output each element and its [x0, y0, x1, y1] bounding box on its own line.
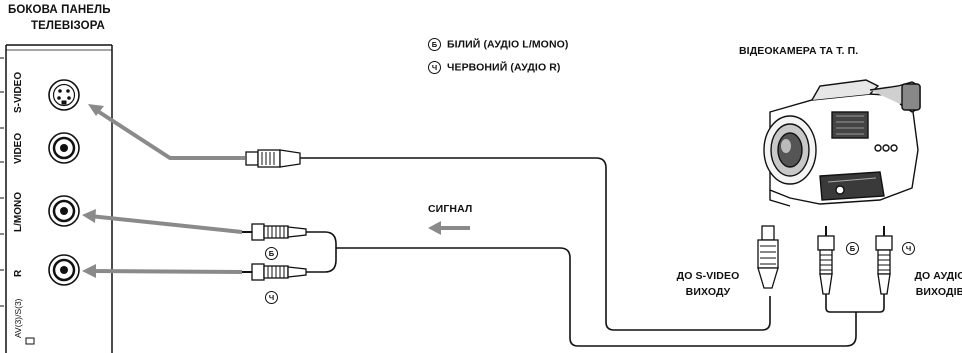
plug-mark-red-right: Ч: [902, 242, 915, 255]
r-jack: [48, 254, 80, 286]
svideo-cable: [320, 157, 771, 331]
svideo-plug-right: [757, 225, 779, 289]
jack-label-svideo: S-VIDEO: [13, 71, 24, 113]
rca-white-cable: [324, 231, 337, 248]
cables: [320, 157, 885, 347]
panel-title-line1: БОКОВА ПАНЕЛЬ: [8, 4, 111, 16]
rca-red-cable: [324, 248, 337, 273]
legend-red-mark: Ч: [428, 61, 441, 74]
audio-split: [825, 294, 885, 313]
tv-side-panel: [5, 44, 113, 353]
svideo-plug-left: [245, 149, 320, 168]
lmono-jack: [48, 195, 80, 227]
signal-arrow: [428, 221, 470, 235]
rca-plug-right-white: [817, 226, 835, 295]
plug-mark-red-left: Ч: [265, 291, 278, 304]
rca-plug-red: [242, 263, 325, 281]
r-pointer-arrow: [89, 269, 243, 274]
pointer-arrows: [89, 108, 245, 274]
jack-label-r: R: [13, 269, 24, 277]
svideo-output-label: ДО S-VIDEO ВИХОДУ: [662, 270, 754, 298]
svideo-output-line1: ДО S-VIDEO: [676, 270, 740, 282]
legend-red: Ч ЧЕРВОНИЙ (АУДІО R): [428, 61, 561, 74]
audio-output-label: ДО АУДІО ВИХОДІВ: [900, 270, 962, 298]
jack-label-av: AV(3)/S(3): [13, 298, 23, 338]
panel-title-line2: ТЕЛЕВІЗОРА: [31, 20, 105, 32]
pointer-arrowheads: [82, 104, 104, 278]
headphone-icon: [25, 337, 35, 345]
svideo-pointer-arrow: [94, 108, 245, 160]
video-jack: [48, 132, 80, 164]
svideo-jack: [48, 79, 80, 111]
signal-label: СИГНАЛ: [428, 203, 473, 215]
panel-edge-ticks: [0, 57, 4, 307]
camcorder-illustration: [763, 79, 921, 207]
legend-white-mark: Б: [428, 38, 441, 51]
svideo-output-line2: ВИХОДУ: [685, 286, 731, 298]
camera-title: ВІДЕОКАМЕРА ТА Т. П.: [739, 45, 859, 57]
legend-red-text: ЧЕРВОНИЙ (АУДІО R): [447, 61, 561, 74]
audio-cable: [336, 247, 857, 347]
plug-mark-white-right: Б: [846, 242, 859, 255]
legend-white-text: БІЛИЙ (АУДІО L/MONO): [447, 38, 569, 51]
lmono-pointer-arrow: [89, 214, 243, 234]
audio-output-line1: ДО АУДІО: [914, 270, 962, 282]
jack-label-video: VIDEO: [13, 132, 24, 164]
rca-plug-white: [242, 223, 325, 241]
audio-output-line2: ВИХОДІВ: [915, 286, 962, 298]
legend-white: Б БІЛИЙ (АУДІО L/MONO): [428, 38, 569, 51]
plug-mark-white-left: Б: [265, 247, 278, 260]
rca-plug-right-red: [875, 226, 893, 295]
jack-label-lmono: L/MONO: [13, 192, 24, 232]
